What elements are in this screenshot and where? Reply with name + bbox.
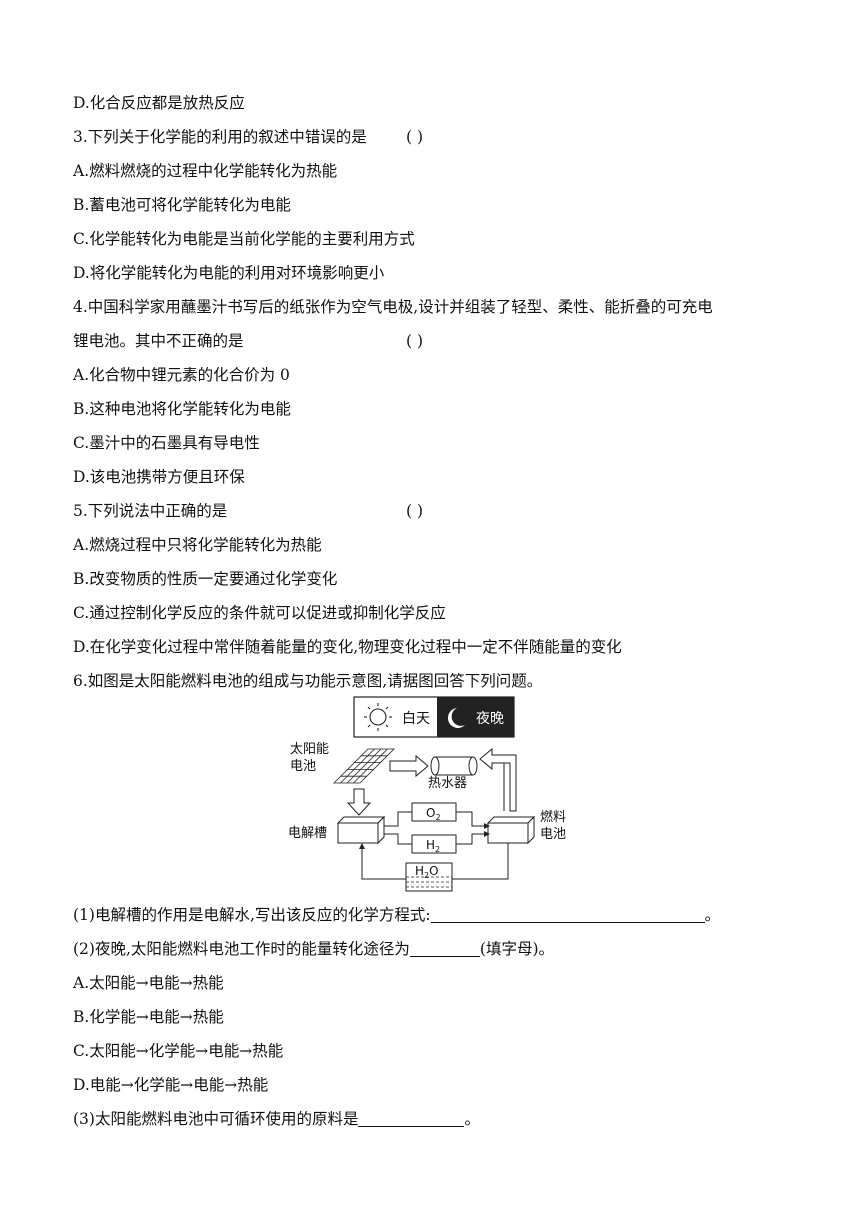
q5-option-d: D.在化学变化过程中常伴随着能量的变化,物理变化过程中一定不伴随能量的变化 (73, 638, 622, 656)
q3-option-c: C.化学能转化为电能是当前化学能的主要利用方式 (73, 230, 415, 248)
q4-option-c: C.墨汁中的石墨具有导电性 (73, 434, 260, 452)
q2-option-d: D.化合反应都是放热反应 (73, 94, 245, 112)
fuel-to-heater-line (492, 758, 505, 811)
arrow-down-to-electrolyzer (346, 788, 372, 816)
q3-stem: 3.下列关于化学能的利用的叙述中错误的是 (73, 128, 367, 146)
q6-part1: (1)电解槽的作用是电解水,写出该反应的化学方程式:。 (73, 906, 721, 924)
q4-option-a: A.化合物中锂元素的化合价为 0 (73, 366, 290, 384)
q6-part1-answer-blank[interactable] (430, 906, 705, 923)
q5-option-c: C.通过控制化学反应的条件就可以促进或抑制化学反应 (73, 604, 446, 622)
o2-label: O2 (426, 806, 441, 822)
q6-part2-answer-blank[interactable] (409, 940, 480, 957)
day-label: 白天 (402, 711, 430, 727)
solar-fuel-cell-diagram: 白天 夜晚 太阳能 电池 热水器 电解槽 燃料 电池 (288, 696, 566, 892)
moon-icon (447, 708, 465, 728)
fuel-cell-box (486, 815, 536, 845)
arrow-to-heater (389, 754, 429, 778)
q5-option-a: A.燃烧过程中只将化学能转化为热能 (73, 536, 322, 554)
q6-part3: (3)太阳能燃料电池中可循环使用的原料是。 (73, 1110, 480, 1128)
water-tank (405, 862, 453, 892)
fuel-cell-label-1: 燃料 (540, 809, 566, 825)
h2-label: H2 (426, 838, 440, 854)
q6-option-c: C.太阳能→化学能→电能→热能 (73, 1042, 284, 1060)
water-heater-label: 热水器 (428, 776, 467, 791)
q6-option-a: A.太阳能→电能→热能 (73, 974, 224, 992)
solar-cell-label-1: 太阳能 (290, 742, 329, 757)
electrolyzer-label: 电解槽 (288, 826, 327, 841)
q3-option-d: D.将化学能转化为电能的利用对环境影响更小 (73, 264, 385, 282)
q6-part2: (2)夜晚,太阳能燃料电池工作时的能量转化途径为(填字母)。 (73, 940, 554, 958)
q4-stem-line1: 4.中国科学家用蘸墨汁书写后的纸张作为空气电极,设计并组装了轻型、柔性、能折叠的… (73, 298, 713, 316)
water-return-lines (361, 843, 509, 880)
electrolyzer-box (336, 815, 386, 845)
q4-answer-paren[interactable]: ( ) (406, 332, 424, 350)
gas-flow-lines (384, 811, 484, 845)
q5-option-b: B.改变物质的性质一定要通过化学变化 (73, 570, 338, 588)
q6-option-d: D.电能→化学能→电能→热能 (73, 1076, 269, 1094)
arrowhead-o2 (484, 823, 490, 829)
q5-answer-paren[interactable]: ( ) (406, 502, 424, 520)
q5-stem: 5.下列说法中正确的是 (73, 502, 228, 520)
sun-icon (364, 703, 392, 731)
arrow-fuel-to-heater (479, 747, 517, 812)
q3-option-b: B.蓄电池可将化学能转化为电能 (73, 196, 291, 214)
fuel-cell-label-2: 电池 (540, 827, 566, 842)
arrowhead-h2 (484, 831, 490, 837)
solar-panel (333, 748, 395, 784)
q3-option-a: A.燃料燃烧的过程中化学能转化为热能 (73, 162, 338, 180)
q6-option-b: B.化学能→电能→热能 (73, 1008, 224, 1026)
q4-stem-line2: 锂电池。其中不正确的是 (73, 332, 244, 350)
h2o-label: H2O (415, 864, 439, 880)
q4-option-d: D.该电池携带方便且环保 (73, 468, 245, 486)
solar-cell-label-2: 电池 (290, 759, 316, 774)
night-label: 夜晚 (476, 711, 504, 727)
q6-part3-answer-blank[interactable] (358, 1110, 465, 1127)
water-heater-icon (430, 756, 478, 776)
arrowhead-to-electrolyzer (359, 843, 365, 849)
q6-stem: 6.如图是太阳能燃料电池的组成与功能示意图,请据图回答下列问题。 (73, 672, 543, 690)
q3-answer-paren[interactable]: ( ) (406, 128, 424, 146)
q4-option-b: B.这种电池将化学能转化为电能 (73, 400, 291, 418)
